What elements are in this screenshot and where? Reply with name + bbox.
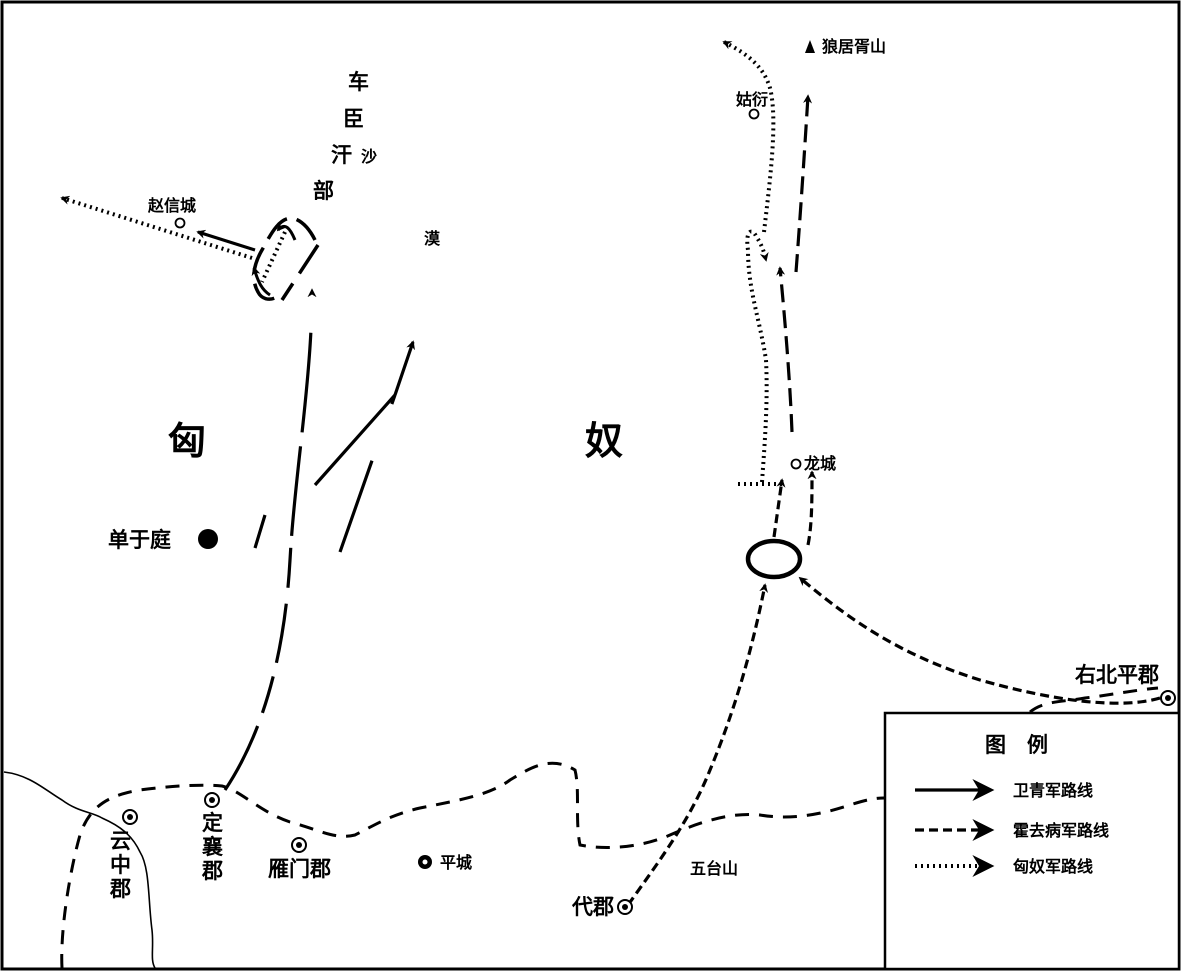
weiqing-pursuit-arrow xyxy=(196,229,256,252)
region-label-nu: 奴 xyxy=(585,419,623,463)
battle-enclosure-zhaoxin xyxy=(252,216,317,301)
marker-chanyuting xyxy=(198,529,218,549)
huoqubing-route-youbeiping xyxy=(798,576,1161,705)
place-label-zhaoxincheng: 赵信城 xyxy=(147,196,196,215)
marker-pingcheng xyxy=(418,855,432,869)
desert-char-3: 汗 xyxy=(331,143,352,167)
legend-title: 图 例 xyxy=(985,733,1048,757)
legend-label-weiqing: 卫青军路线 xyxy=(1013,781,1093,800)
huoqubing-route-north-1 xyxy=(772,478,786,538)
marker-zhaoxincheng xyxy=(174,217,186,229)
desert-char-2: 臣 xyxy=(343,107,364,131)
marker-yunzhongjun xyxy=(122,809,138,825)
region-label-xiong: 匈 xyxy=(168,419,206,463)
legend-label-xiongnu: 匈奴军路线 xyxy=(1012,857,1093,876)
marker-longcheng xyxy=(790,458,802,470)
weiqing-hook-arrow xyxy=(276,221,297,241)
marker-youbeipingjun xyxy=(1160,690,1176,706)
border-dashed-line xyxy=(60,686,1159,969)
marker-yanmenjun xyxy=(291,837,307,853)
legend-label-huoqubing: 霍去病军路线 xyxy=(1013,821,1109,840)
weiqing-route-east-arrow xyxy=(393,340,415,396)
desert-label-sha: 沙 xyxy=(361,147,377,166)
desert-char-4: 部 xyxy=(313,179,334,203)
huoqubing-route-north-4 xyxy=(794,94,813,273)
weiqing-route-west-stub xyxy=(253,514,267,549)
marker-dingxiangjun xyxy=(204,792,220,808)
place-label-yanmenjun: 雁门郡 xyxy=(268,857,331,881)
river-line xyxy=(3,771,156,969)
vertical-yunzhong-3: 郡 xyxy=(109,877,131,901)
weiqing-route-main xyxy=(223,288,317,791)
desert-label-mo: 漠 xyxy=(424,229,441,248)
marker-daijun xyxy=(617,899,633,915)
place-label-longcheng: 龙城 xyxy=(803,454,836,473)
legend-box xyxy=(883,711,1181,971)
vertical-dingxiang-1: 定 xyxy=(202,811,223,835)
mountain-icon-langjuxu xyxy=(805,40,815,53)
vertical-yunzhong-2: 中 xyxy=(110,853,131,877)
legend: 图 例 卫青军路线 霍去病军路线 匈奴军路线 xyxy=(883,711,1181,971)
place-label-wutaishan: 五台山 xyxy=(690,859,738,878)
xiongnu-route-gu-yan xyxy=(722,40,776,233)
huoqubing-route-daijun xyxy=(626,583,768,906)
vertical-yunzhong-1: 云 xyxy=(110,829,131,853)
place-label-langjuxushan: 狼居胥山 xyxy=(822,37,886,56)
weiqing-route-east xyxy=(313,393,397,553)
desert-char-1: 车 xyxy=(348,70,369,94)
place-label-chanyuting: 单于庭 xyxy=(108,528,171,552)
xiongnu-route-east xyxy=(745,229,769,483)
vertical-dingxiang-2: 襄 xyxy=(201,835,224,859)
place-label-daijun: 代郡 xyxy=(571,895,614,919)
battle-enclosure-zhaoxin-right xyxy=(280,244,320,301)
huoqubing-route-north-2 xyxy=(806,470,817,546)
place-label-gu-yan: 姑衍 xyxy=(736,90,768,109)
place-label-pingcheng: 平城 xyxy=(440,853,472,872)
vertical-dingxiang-3: 郡 xyxy=(201,859,223,883)
place-label-youbeipingjun: 右北平郡 xyxy=(1075,663,1159,687)
battle-ellipse-longcheng xyxy=(745,538,803,580)
marker-gu-yan xyxy=(748,108,760,120)
weiqing-hook-arrow-2 xyxy=(251,266,271,297)
huoqubing-route-north-3 xyxy=(776,266,794,433)
